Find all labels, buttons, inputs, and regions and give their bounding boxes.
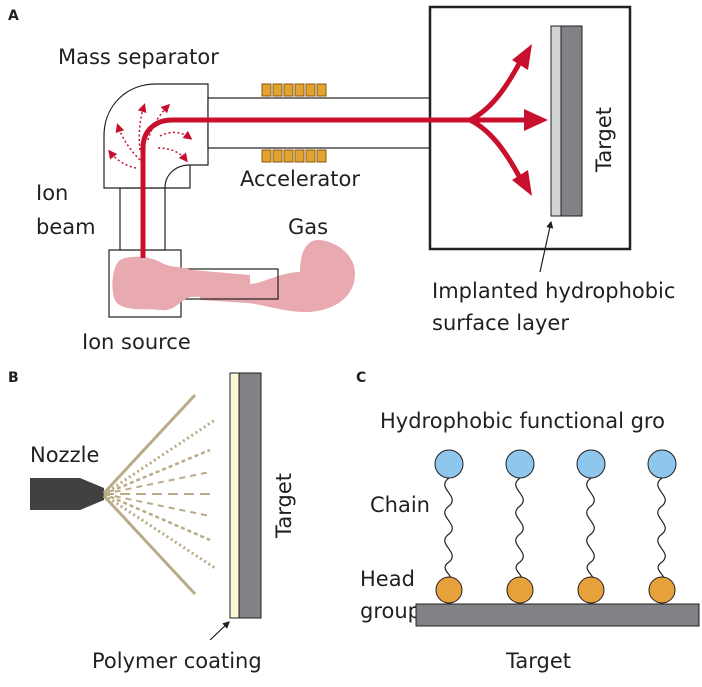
label-target-a: Target: [592, 107, 616, 173]
label-ion: Ion: [36, 181, 68, 205]
nozzle-shape: [30, 478, 104, 510]
head-group: [577, 576, 605, 604]
label-functional-group: Hydrophobic functional gro: [380, 409, 665, 433]
panel-b-letter: B: [8, 370, 19, 386]
ion-beam-path: [140, 117, 470, 258]
beam-arrow-down: [468, 117, 523, 180]
alkyl-chain: [515, 477, 524, 583]
accelerator-tube: [207, 97, 431, 149]
label-chain: Chain: [370, 493, 430, 517]
molecule: [576, 449, 606, 604]
label-implanted-line2: surface layer: [432, 311, 569, 335]
label-mass-separator: Mass separator: [58, 45, 219, 69]
hydrophobic-group: [576, 449, 606, 479]
label-head: Head: [360, 567, 415, 591]
label-implanted-line1: Implanted hydrophobic: [432, 279, 675, 303]
implanted-pointer: [539, 220, 554, 273]
alkyl-chain: [657, 477, 666, 583]
label-nozzle: Nozzle: [30, 443, 99, 467]
target-b: [238, 372, 262, 619]
beam-arrowhead-up: [512, 44, 532, 70]
accelerator-coils-bottom: [261, 149, 327, 163]
deflected-ions: [108, 103, 193, 169]
molecule: [434, 449, 464, 604]
spray-pattern: [102, 393, 216, 596]
target-c: [415, 603, 700, 627]
implanted-layer: [550, 25, 562, 217]
beam-arrowhead-mid: [524, 109, 548, 131]
alkyl-chain: [586, 477, 595, 583]
mass-separator-elbow: [103, 83, 209, 189]
panel-a-letter: A: [8, 8, 19, 24]
label-accelerator: Accelerator: [240, 167, 360, 191]
molecule: [647, 449, 677, 604]
ion-source-plasma: [112, 256, 250, 311]
label-gas: Gas: [288, 215, 328, 239]
label-ion-source: Ion source: [82, 330, 191, 354]
beam-arrow-up: [468, 60, 523, 123]
accelerator-coils-top: [261, 83, 327, 97]
head-group: [648, 576, 676, 604]
alkyl-chain: [444, 477, 453, 583]
molecule: [505, 449, 535, 604]
mass-separator-inner-edge: [164, 164, 191, 189]
label-polymer-coating: Polymer coating: [92, 649, 262, 673]
hydrophobic-group: [505, 449, 535, 479]
label-target-b: Target: [272, 473, 296, 539]
label-group: group: [360, 599, 421, 623]
panel-c-letter: C: [356, 370, 366, 386]
head-group: [435, 576, 463, 604]
label-target-c: Target: [505, 649, 571, 673]
hydrophobic-group: [647, 449, 677, 479]
label-beam: beam: [36, 215, 96, 239]
polymer-coating-layer: [229, 372, 240, 619]
target-a: [560, 25, 583, 217]
head-group: [506, 576, 534, 604]
hydrophobic-group: [434, 449, 464, 479]
beam-arrowhead-down: [512, 170, 532, 196]
coating-pointer: [209, 621, 230, 641]
